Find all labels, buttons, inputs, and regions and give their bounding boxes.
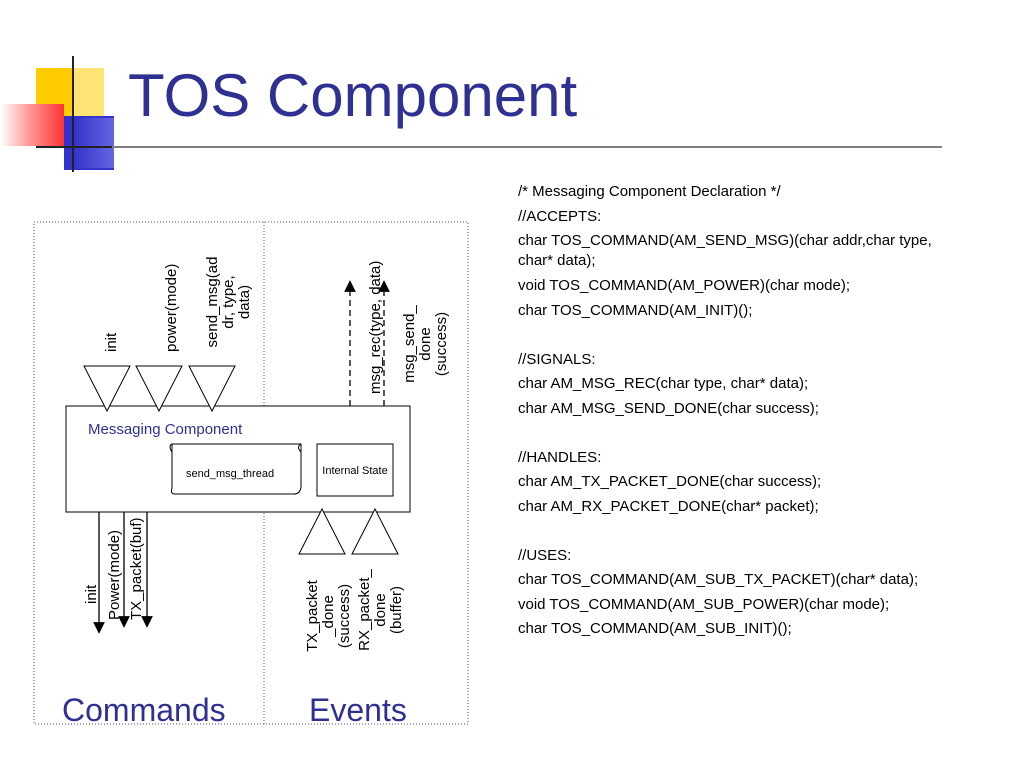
command-triangle-power	[135, 365, 183, 413]
top-command-label-send-msg: send_msg(ad dr, type, data)	[204, 256, 253, 348]
command-triangle-send-msg	[188, 365, 236, 413]
signal-label-msg-rec: msg_rec(type, data)	[367, 260, 384, 394]
thread-scroll-shape	[170, 443, 302, 495]
diagram-frame	[33, 221, 469, 725]
uses-line-3: char TOS_COMMAND(AM_SUB_INIT)();	[518, 620, 792, 637]
bottom-command-label-tx-packet: TX_packet(buf)	[128, 517, 145, 620]
uses-line-1: char TOS_COMMAND(AM_SUB_TX_PACKET)(char*…	[518, 571, 919, 588]
handles-header: //HANDLES:	[518, 448, 602, 466]
bottom-command-label-power: Power(mode)	[106, 529, 123, 620]
component-label: Messaging Component	[88, 421, 243, 438]
command-triangle-init	[83, 365, 131, 413]
accepts-line-3: char TOS_COMMAND(AM_INIT)();	[518, 301, 753, 319]
code-listing: /* Messaging Component Declaration */ //…	[518, 180, 1018, 642]
bottom-command-label-init: init	[83, 584, 100, 604]
slide-title: TOS Component	[128, 62, 578, 129]
corner-logo	[0, 0, 130, 180]
events-label: Events	[309, 692, 407, 728]
handles-line-1: char AM_TX_PACKET_DONE(char success);	[518, 473, 822, 490]
thread-label: send_msg_thread	[186, 468, 275, 480]
event-triangle-rx-done	[351, 507, 399, 555]
commands-label: Commands	[62, 692, 226, 728]
code-comment: /* Messaging Component Declaration */	[518, 183, 781, 200]
handles-line-2: char AM_RX_PACKET_DONE(char* packet);	[518, 497, 819, 515]
top-command-label-init: init	[103, 332, 120, 352]
uses-line-2: void TOS_COMMAND(AM_SUB_POWER)(char mode…	[518, 595, 890, 613]
event-triangle-tx-done	[298, 507, 346, 555]
signals-line-2: char AM_MSG_SEND_DONE(char success);	[518, 399, 819, 417]
accepts-line-2: void TOS_COMMAND(AM_POWER)(char mode);	[518, 277, 851, 294]
state-label: Internal State	[322, 465, 388, 477]
signal-label-msg-send-done: msg_send_ done (success)	[401, 305, 450, 383]
top-command-label-power: power(mode)	[163, 263, 180, 352]
signals-line-1: char AM_MSG_REC(char type, char* data);	[518, 375, 809, 392]
internal-state-box	[316, 443, 394, 497]
uses-header: //USES:	[518, 546, 572, 564]
event-label-rx-packet-done: RX_packet_ done (buffer)	[356, 569, 405, 651]
accepts-header: //ACCEPTS:	[518, 207, 602, 225]
event-label-tx-packet-done: TX_packet _done (success)	[304, 580, 353, 652]
accepts-line-1: char TOS_COMMAND(AM_SEND_MSG)(char addr,…	[518, 232, 932, 269]
title-rule	[112, 146, 942, 148]
signals-header: //SIGNALS:	[518, 350, 596, 368]
